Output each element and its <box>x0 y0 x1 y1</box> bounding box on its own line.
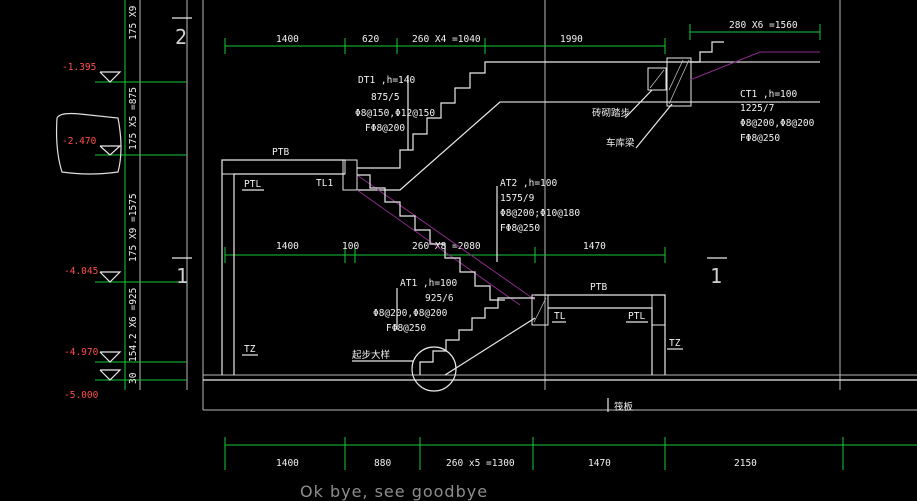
ptl-right-label: PTL <box>628 311 645 322</box>
dimension-text: 620 <box>362 34 379 45</box>
vertical-dimension: 154.2 X6 =925 <box>128 288 139 362</box>
ptb-right-label: PTB <box>590 282 607 293</box>
section-mark: 2 <box>175 25 187 49</box>
at1-rebar-1: Φ8@200,Φ8@200 <box>373 308 448 319</box>
dimension-text: 1400 <box>276 34 299 45</box>
dimension-text: 260 X8 =2080 <box>412 241 481 252</box>
dimension-text: 260 X4 =1040 <box>412 34 481 45</box>
vertical-dimension: 175 X9 =1575 <box>128 193 139 262</box>
dt1-rebar-2: FΦ8@200 <box>365 123 405 134</box>
at2-rebar-1: Φ8@200;Φ10@180 <box>500 208 580 219</box>
vertical-dimension: 175 X9 =1575 <box>128 0 139 40</box>
elevation-label: -1.395 <box>62 62 96 73</box>
dt1-steps: 875/5 <box>371 92 400 103</box>
ptl-label: PTL <box>244 179 261 190</box>
section-marks: 2 1 1 <box>172 17 727 288</box>
elevation-label: -4.045 <box>64 266 98 277</box>
dimension-text: 260 x5 =1300 <box>446 458 515 469</box>
top-dimension-chain: 1400 620 260 X4 =1040 1990 280 X6 =1560 <box>224 20 821 54</box>
lower-right-landing: PTB TL PTL TZ <box>531 282 683 375</box>
middle-flight-at2: AT2 ,h=100 1575/9 Φ8@200;Φ10@180 FΦ8@250 <box>356 174 580 306</box>
elevation-label: -2.470 <box>62 136 97 147</box>
ct1-title: CT1 ,h=100 <box>740 89 797 100</box>
tz-right-label: TZ <box>669 338 681 349</box>
raft-slab-callout: 筏板 <box>614 401 634 413</box>
bottom-dimension-chain: 1400 880 260 x5 =1300 1470 2150 <box>224 437 917 470</box>
vertical-dimension: 30 <box>128 372 139 384</box>
ct1-steps: 1225/7 <box>740 103 774 114</box>
detail-circle <box>411 346 457 392</box>
dimension-text: 880 <box>374 458 391 469</box>
elevation-label: -5.000 <box>64 390 99 401</box>
dimension-text: 100 <box>342 241 359 252</box>
section-mark: 1 <box>176 264 188 288</box>
dimension-text: 1470 <box>588 458 611 469</box>
ptb-label: PTB <box>272 147 289 158</box>
brick-step-callout: 砖砌踏步 <box>592 107 630 119</box>
dt1-title: DT1 ,h=140 <box>358 75 415 86</box>
bottom-overlay-text: Ok bye, see goodbye <box>300 482 489 501</box>
section-mark: 1 <box>710 264 722 288</box>
dimension-text: 280 X6 =1560 <box>729 20 798 31</box>
left-landing: PTB PTL TL1 TZ <box>221 147 358 375</box>
at1-steps: 925/6 <box>425 293 454 304</box>
circled-elevation-mark <box>55 112 122 175</box>
tl-label: TL <box>554 311 566 322</box>
at2-rebar-2: FΦ8@250 <box>500 223 540 234</box>
elevation-label: -4.970 <box>64 347 99 358</box>
tz-label: TZ <box>244 344 256 355</box>
at1-rebar-2: FΦ8@250 <box>386 323 426 334</box>
dimension-text: 2150 <box>734 458 757 469</box>
dimension-text: 1470 <box>583 241 606 252</box>
vertical-dimension: 175 X5 =875 <box>128 87 139 150</box>
ct1-rebar-1: Φ8@200,Φ8@200 <box>740 118 815 129</box>
dimension-text: 1990 <box>560 34 583 45</box>
at2-title: AT2 ,h=100 <box>500 178 557 189</box>
elevation-scale: -1.395 -2.470 -4.045 -4.970 -5.000 175 X… <box>55 0 187 401</box>
dimension-text: 1400 <box>276 458 299 469</box>
dimension-text: 1400 <box>276 241 299 252</box>
tl1-label: TL1 <box>316 178 333 189</box>
bottom-flight-at1: AT1 ,h=100 925/6 Φ8@200,Φ8@200 FΦ8@250 起… <box>352 278 536 392</box>
reference-grid-lines <box>139 0 917 411</box>
at1-title: AT1 ,h=100 <box>400 278 457 289</box>
at2-steps: 1575/9 <box>500 193 535 204</box>
start-detail-callout: 起步大样 <box>352 349 390 361</box>
right-upper-structure: 砖砌踏步 车库梁 CT1 ,h=100 1225/7 Φ8@200,Φ8@200… <box>592 41 820 149</box>
raft-slab: 筏板 <box>203 379 917 413</box>
dt1-rebar-1: Φ8@150,Φ12@150 <box>355 108 435 119</box>
garage-beam-callout: 车库梁 <box>606 137 635 149</box>
ct1-rebar-2: FΦ8@250 <box>740 133 780 144</box>
